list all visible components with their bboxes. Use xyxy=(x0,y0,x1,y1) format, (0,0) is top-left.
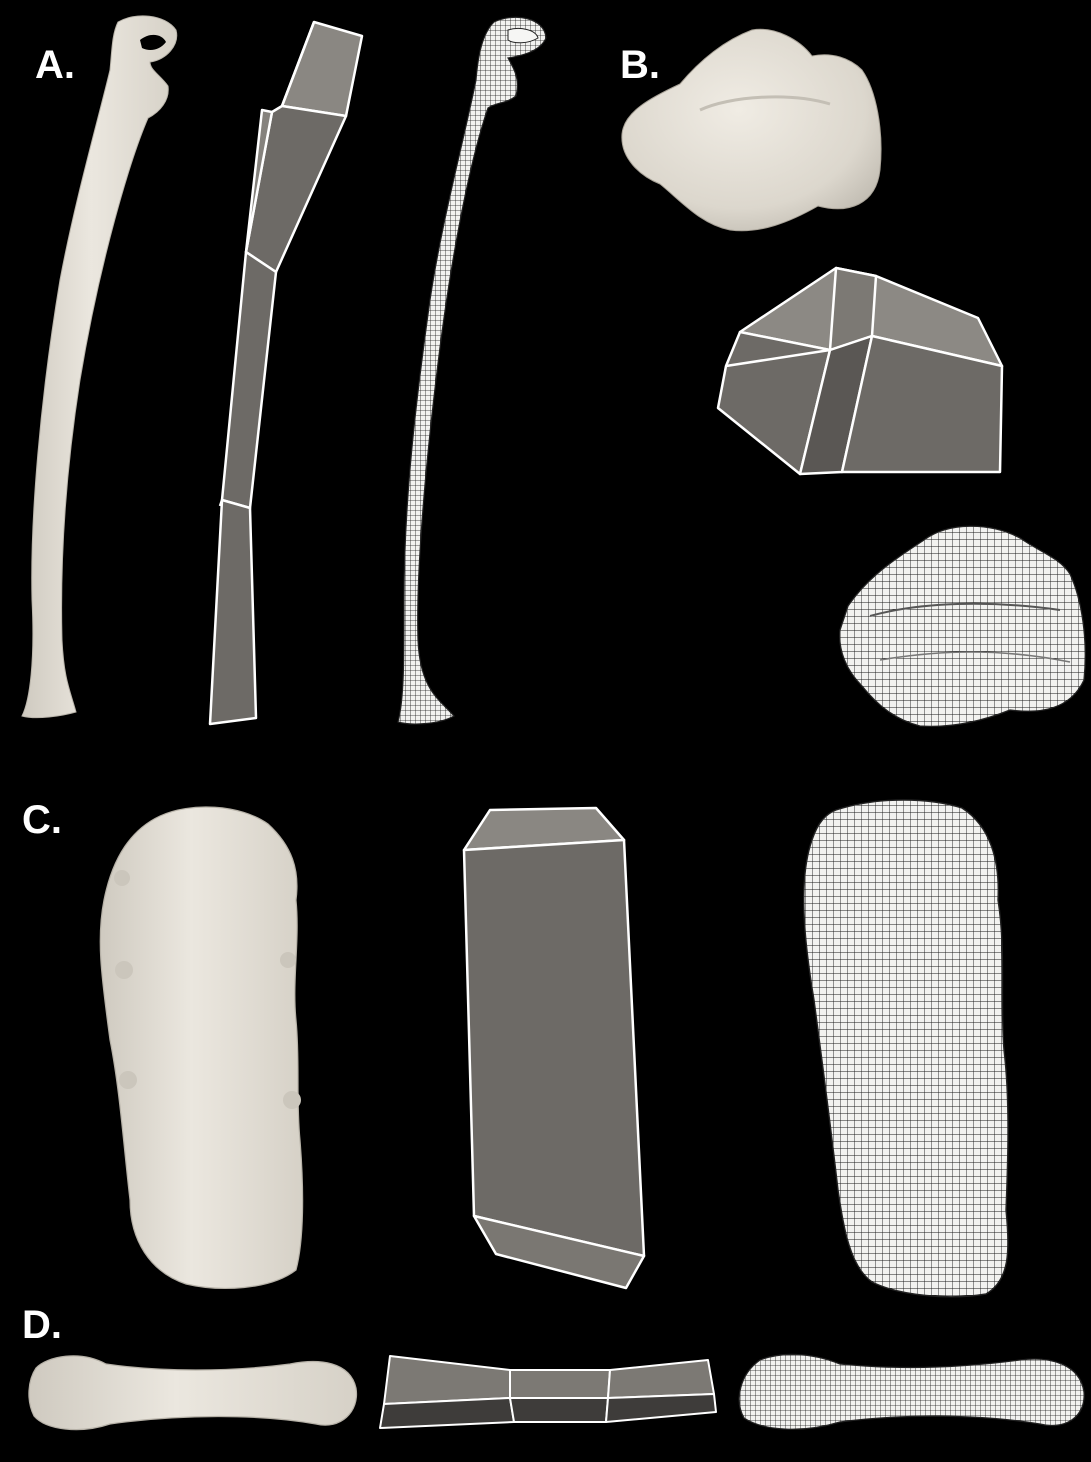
panel-c xyxy=(100,800,1008,1297)
panel-label-c: C. xyxy=(22,800,62,840)
sternebra-block-structure xyxy=(464,808,644,1288)
sternebra-surface-model xyxy=(100,807,302,1288)
panel-label-d: D. xyxy=(22,1305,62,1345)
panel-label-a: A. xyxy=(35,45,75,85)
panel-label-b: B. xyxy=(620,45,660,85)
